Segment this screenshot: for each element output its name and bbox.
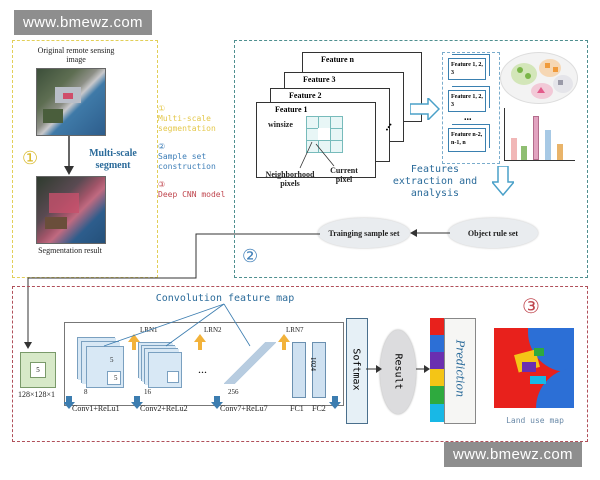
multi-scale-segment-label: Multi-scale segment [78,148,148,172]
conv2-cube [148,352,182,388]
fc1-layer [292,342,306,398]
legend-color-3 [430,352,444,369]
prediction-label: Prediction [454,327,467,411]
feature-n-label: Feature n [321,55,354,64]
feature-3-label: Feature 3 [303,75,336,84]
legend-mark-1: ① [158,104,165,113]
land-use-map [494,328,574,408]
conv-ellipsis: ... [198,362,207,377]
conv1-cube [86,346,124,388]
original-remote-sensing-image [36,68,106,136]
input-kernel-label: 5 [36,366,40,374]
softmax-label: Softmax [351,334,362,406]
prediction-color-legend [430,318,444,422]
input-patch: 5 [20,352,56,388]
legend-item-3: ③ Deep CNN model [158,180,240,200]
feature-stack-ellipsis: ... [464,112,472,123]
conv-map-lines [100,300,260,350]
right-arrow-icon [410,98,440,120]
legend-item-2: ② Sample set construction [158,142,240,172]
legend-color-1 [430,318,444,335]
prediction-arrow-icon [416,364,430,374]
legend-text-3: Deep CNN model [158,190,225,199]
feature-bar-chart-icon [504,108,575,161]
cluster-ellipse [500,52,578,104]
fc-size-label: 1024 [309,357,317,371]
features-extraction-label: Features extraction and analysis [382,164,488,200]
feature-stack-3-label: Feature n-2, n-1, n [451,132,482,146]
conv1-label: Conv1+ReLu1 [72,404,120,413]
feature-stack-1: Feature 1, 2, 3 [448,58,486,80]
legend-text-2: Sample set construction [158,152,216,171]
feature-2-label: Feature 2 [289,91,322,100]
result-label: Result [393,340,404,404]
feature-stack-1-label: Feature 1, 2, 3 [451,62,483,76]
training-sample-set-oval: Trainging sample set [318,218,410,248]
input-size-label: 128×128×1 [18,390,55,399]
conv1-kernel-size-2: 5 [114,374,118,383]
left-arrow-icon [410,228,450,238]
panel-number-3: ③ [522,294,540,318]
feature-stack-3: Feature n-2, n-1, n [448,128,486,152]
panel-number-1: ① [22,148,38,169]
legend-mark-3: ③ [158,180,165,189]
feature-stack-2-label: Feature 1, 2, 3 [451,94,483,108]
watermark-top: www.bmewz.com [14,10,152,35]
legend-color-2 [430,335,444,352]
conv1-kernel-size: 5 [110,356,114,365]
original-image-label: Original remote sensing image [30,46,122,64]
legend-color-5 [430,386,444,404]
land-use-map-label: Land use map [500,416,570,425]
feature-pointer-lines [290,140,350,172]
object-rule-set-oval: Object rule set [448,218,538,248]
conv7-label: Conv7+ReLu7 [220,404,268,413]
legend-color-4 [430,369,444,386]
down-arrow-outline-icon [492,166,514,196]
feature-1-label: Feature 1 [275,105,308,114]
watermark-bottom: www.bmewz.com [444,442,582,467]
conv2-kernel [167,371,179,383]
legend-item-1: ① Multi-scale segmentation [158,104,240,134]
fc2-label: FC2 [312,404,326,413]
legend-mark-2: ② [158,142,165,151]
step-legend: ① Multi-scale segmentation ② Sample set … [158,104,240,200]
legend-color-6 [430,404,444,422]
result-arrow-icon [366,364,382,374]
down-arrow-icon [62,136,76,176]
conv2-label: Conv2+ReLu2 [140,404,188,413]
feature-stack-2: Feature 1, 2, 3 [448,90,486,112]
winsize-label: winsize [268,120,293,129]
legend-text-1: Multi-scale segmentation [158,114,216,133]
input-kernel: 5 [30,362,46,378]
fc1-label: FC1 [290,404,304,413]
neighborhood-label: Neighborhood pixels [262,170,318,188]
